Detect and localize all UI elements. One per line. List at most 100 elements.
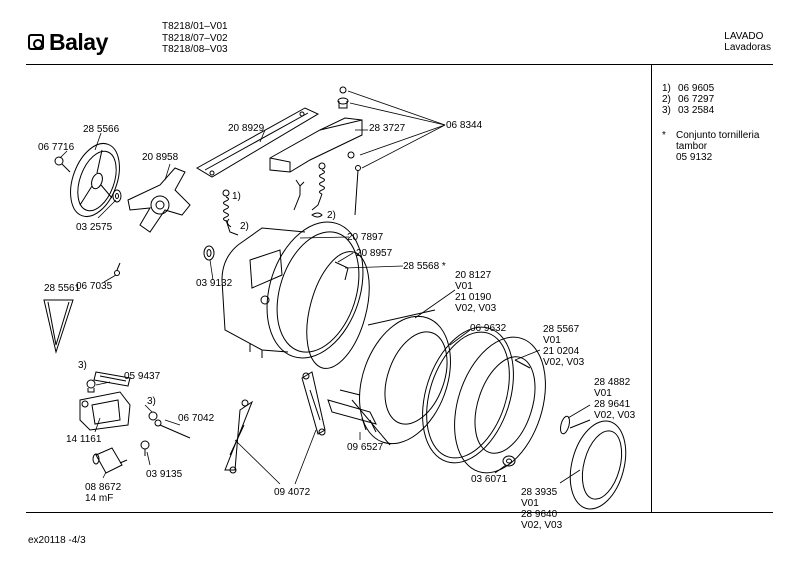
pulley-bolt <box>54 156 71 173</box>
top-support-bar <box>196 107 320 178</box>
bracket-bolt <box>337 86 355 159</box>
suspension-spring <box>311 162 326 211</box>
part-marker: 3) <box>78 360 87 371</box>
door-gasket <box>422 326 514 464</box>
door-window <box>559 415 627 510</box>
top-bracket <box>269 117 363 173</box>
legend-note-line: 05 9132 <box>676 152 713 163</box>
tub-clamp-ring <box>306 251 370 369</box>
part-marker: 2) <box>327 210 336 221</box>
part-label: V01 <box>521 498 539 509</box>
motor-bolt <box>86 379 96 393</box>
part-label: 06 9632 <box>470 323 507 334</box>
part-label: 20 8958 <box>142 152 179 163</box>
legend-panel: 1)06 9605 2)06 7297 3)03 2584 * Conjunto… <box>662 83 759 163</box>
part-label: 21 0204 <box>543 346 580 357</box>
footer-rule <box>26 512 773 513</box>
part-label: 06 7042 <box>178 413 215 424</box>
part-label: 05 9437 <box>124 371 161 382</box>
part-label: 28 9640 <box>521 509 558 520</box>
part-label: 28 4882 <box>594 377 631 388</box>
part-label: 20 8957 <box>356 248 393 259</box>
legend-item: 1)06 9605 <box>662 83 715 94</box>
model-2: T8218/07–V02 <box>162 32 228 44</box>
capacitor <box>92 447 128 474</box>
drive-belt <box>43 299 74 354</box>
shock-absorber <box>301 371 326 436</box>
part-label: V01 <box>455 281 473 292</box>
screw-small <box>140 440 150 456</box>
spring-hook <box>293 179 305 211</box>
legend-note-line: Conjunto tornilleria <box>676 130 760 141</box>
part-labels: 28 5566 06 7716 20 8958 03 2575 06 7035 … <box>38 120 636 531</box>
part-label: V02, V03 <box>521 520 563 531</box>
brand-name: Balay <box>49 29 108 55</box>
category-block: LAVADO Lavadoras <box>724 31 771 53</box>
suspension-spring <box>222 189 239 236</box>
drum-spider <box>127 167 191 233</box>
pulley-wheel <box>70 143 120 217</box>
category-title: LAVADO <box>724 31 764 42</box>
part-label: 20 7897 <box>347 232 384 243</box>
part-label: 21 0190 <box>455 292 492 303</box>
model-3: T8218/08–V03 <box>162 44 228 55</box>
part-label: 28 3935 <box>521 487 558 498</box>
header-rule <box>26 64 773 65</box>
part-label: 06 7716 <box>38 142 75 153</box>
part-label: V02, V03 <box>455 303 497 314</box>
part-label: 09 6527 <box>347 442 384 453</box>
part-label: 14 mF <box>85 493 113 504</box>
rear-tub <box>221 221 364 359</box>
bearing-nut <box>203 245 215 261</box>
motor-screw <box>148 411 191 439</box>
motor-filter <box>79 391 131 431</box>
spider-bolt <box>114 262 121 276</box>
model-list: T8218/01–V01 T8218/07–V02 T8218/08–V03 <box>162 21 228 56</box>
part-label: 08 8672 <box>85 482 122 493</box>
category-subtitle: Lavadoras <box>724 42 771 53</box>
part-label: 20 8127 <box>455 270 492 281</box>
part-label: 28 3727 <box>369 123 406 134</box>
part-label: 03 2575 <box>76 222 113 233</box>
part-label: V02, V03 <box>594 410 636 421</box>
washer <box>112 189 122 203</box>
spring-clip <box>226 212 323 228</box>
legend-note-marker: * <box>662 130 666 141</box>
drain-nut <box>502 455 516 467</box>
leader-lines <box>59 90 591 485</box>
part-label: 28 5567 <box>543 324 580 335</box>
part-marker: 1) <box>232 191 241 202</box>
part-label: V01 <box>543 335 561 346</box>
part-label: 28 9641 <box>594 399 631 410</box>
part-label: 28 5568 * <box>403 261 446 272</box>
part-label: 06 8344 <box>446 120 483 131</box>
part-marker: 3) <box>147 396 156 407</box>
drawing-reference: ex20118 -4/3 <box>28 535 86 546</box>
part-label: 09 4072 <box>274 487 311 498</box>
part-label: V02, V03 <box>543 357 585 368</box>
carbon-brush <box>93 371 131 387</box>
part-label: 03 9135 <box>146 469 183 480</box>
legend-note: * Conjunto tornilleria tambor 05 9132 <box>662 130 759 163</box>
legend-item: 3)03 2584 <box>662 105 715 116</box>
heating-element <box>327 389 377 433</box>
legend-item: 2)06 7297 <box>662 94 715 105</box>
part-label: 20 8929 <box>228 123 265 134</box>
legend-note-line: tambor <box>676 141 708 152</box>
part-label: V01 <box>594 388 612 399</box>
part-label: 28 5561 <box>44 283 81 294</box>
part-label: 14 1161 <box>66 434 102 445</box>
part-label: 03 6071 <box>471 474 508 485</box>
long-bolt <box>354 165 361 216</box>
part-label: 03 9132 <box>196 278 233 289</box>
brand-logo: Balay <box>28 29 124 56</box>
part-label: 06 7035 <box>76 281 113 292</box>
part-label: 28 5566 <box>83 124 120 135</box>
front-tub <box>351 309 451 446</box>
model-1: T8218/01–V01 <box>162 21 228 32</box>
part-marker: 2) <box>240 221 249 232</box>
brand-logo-mark <box>28 34 44 50</box>
legend-divider <box>651 64 652 512</box>
shock-absorber <box>224 399 254 474</box>
